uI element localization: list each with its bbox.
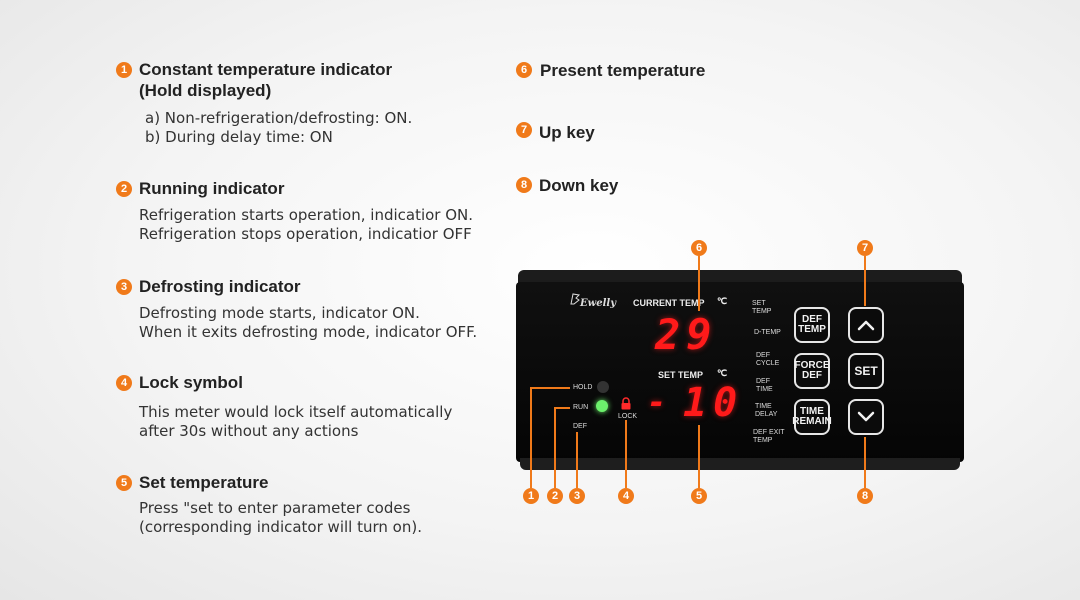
param-d-temp: D-TEMP (754, 329, 781, 336)
callout-badge-3: 3 (116, 279, 132, 295)
callout-line-7 (864, 256, 866, 306)
device-bottom-edge (520, 458, 960, 470)
set-temp-display: 10 (683, 380, 744, 426)
device-callout-5: 5 (691, 488, 707, 504)
chevron-up-icon (857, 320, 875, 331)
item-3-title: Defrosting indicator (139, 277, 301, 296)
param-time-delay-line1: TIME (755, 403, 772, 410)
item-5-text-line2: (corresponding indicator will turn on). (139, 518, 422, 536)
param-def-exit-temp-line2: TEMP (753, 437, 773, 444)
callout-line-6 (698, 256, 700, 311)
def-label: DEF (573, 423, 587, 430)
device-callout-2: 2 (547, 488, 563, 504)
callout-line-2-v (554, 407, 556, 488)
force-def-button-line2: DEF (802, 370, 822, 381)
callout-line-5 (698, 425, 700, 488)
param-time-delay-line2: DELAY (755, 411, 778, 418)
brand-logo-text: Ewelly (580, 298, 617, 309)
run-led (596, 400, 608, 412)
hold-led (597, 381, 609, 393)
item-2-text-line1: Refrigeration starts operation, indicati… (139, 206, 474, 224)
callout-line-8 (864, 437, 866, 488)
brand-logo-icon (570, 293, 581, 305)
param-def-time-line1: DEF (756, 378, 770, 385)
param-def-time-line2: TIME (756, 386, 773, 393)
run-label: RUN (573, 404, 589, 411)
set-temp-label: SET TEMP (658, 370, 704, 380)
chevron-down-icon (857, 411, 875, 422)
up-key-button[interactable] (848, 307, 884, 343)
callout-line-1-v (530, 387, 532, 488)
item-6-title: Present temperature (540, 61, 706, 80)
callout-badge-8: 8 (516, 177, 532, 193)
device-callout-7: 7 (857, 240, 873, 256)
callout-line-4 (625, 420, 627, 488)
item-2-text-line2: Refrigeration stops operation, indicatio… (139, 225, 472, 243)
callout-line-3 (576, 432, 578, 488)
item-7-title: Up key (539, 123, 595, 142)
set-button[interactable]: SET (848, 353, 884, 389)
item-2-title: Running indicator (139, 179, 285, 198)
current-temp-label: CURRENT TEMP (633, 298, 705, 308)
item-3-text-line2: When it exits defrosting mode, indicator… (139, 323, 478, 341)
item-4-title: Lock symbol (139, 373, 243, 392)
def-temp-button-line2: TEMP (798, 324, 826, 335)
force-def-button-line1: FORCE (794, 360, 830, 371)
time-remain-button-line1: TIME (800, 406, 824, 417)
device-top-edge (518, 270, 962, 284)
item-5-title: Set temperature (139, 473, 269, 492)
callout-badge-7: 7 (516, 122, 532, 138)
item-5-text-line1: Press "set to enter parameter codes (139, 499, 411, 517)
set-temp-unit: ℃ (717, 368, 728, 378)
def-temp-button[interactable]: DEF TEMP (794, 307, 830, 343)
param-def-exit-temp-line1: DEF EXIT (753, 429, 785, 436)
device-callout-1: 1 (523, 488, 539, 504)
item-1-title-line2: (Hold displayed) (139, 81, 272, 100)
item-3-text-line1: Defrosting mode starts, indicator ON. (139, 304, 420, 322)
callout-badge-5: 5 (116, 475, 132, 491)
item-1-title-line1: Constant temperature indicator (139, 60, 393, 79)
force-def-button[interactable]: FORCE DEF (794, 353, 830, 389)
param-def-cycle-line2: CYCLE (756, 360, 780, 367)
item-1-text-line1: a) Non-refrigeration/defrosting: ON. (145, 109, 413, 127)
down-key-button[interactable] (848, 399, 884, 435)
device-callout-3: 3 (569, 488, 585, 504)
current-temp-unit: ℃ (717, 296, 728, 306)
time-remain-button[interactable]: TIME REMAIN (792, 399, 832, 435)
param-def-cycle-line1: DEF (756, 352, 770, 359)
set-temp-sign: - (647, 383, 673, 421)
item-1-text-line2: b) During delay time: ON (145, 128, 333, 146)
item-4-text-line2: after 30s without any actions (139, 422, 359, 440)
callout-badge-4: 4 (116, 375, 132, 391)
controller-device (516, 282, 964, 462)
def-temp-button-line1: DEF (802, 314, 822, 325)
lock-icon (621, 397, 631, 410)
item-4-text-line1: This meter would lock itself automatical… (139, 403, 453, 421)
device-callout-4: 4 (618, 488, 634, 504)
callout-badge-2: 2 (116, 181, 132, 197)
param-set-temp-line1: SET (752, 300, 766, 307)
current-temp-display: 29 (655, 310, 718, 359)
lock-label: LOCK (618, 413, 638, 420)
callout-line-2-h (554, 407, 570, 409)
param-set-temp-line2: TEMP (752, 308, 772, 315)
item-8-title: Down key (539, 176, 619, 195)
callout-badge-1: 1 (116, 62, 132, 78)
device-callout-6: 6 (691, 240, 707, 256)
device-callout-8: 8 (857, 488, 873, 504)
callout-badge-6: 6 (516, 62, 532, 78)
callout-line-1-h (530, 387, 570, 389)
time-remain-button-line2: REMAIN (792, 416, 832, 427)
hold-label: HOLD (573, 384, 593, 391)
